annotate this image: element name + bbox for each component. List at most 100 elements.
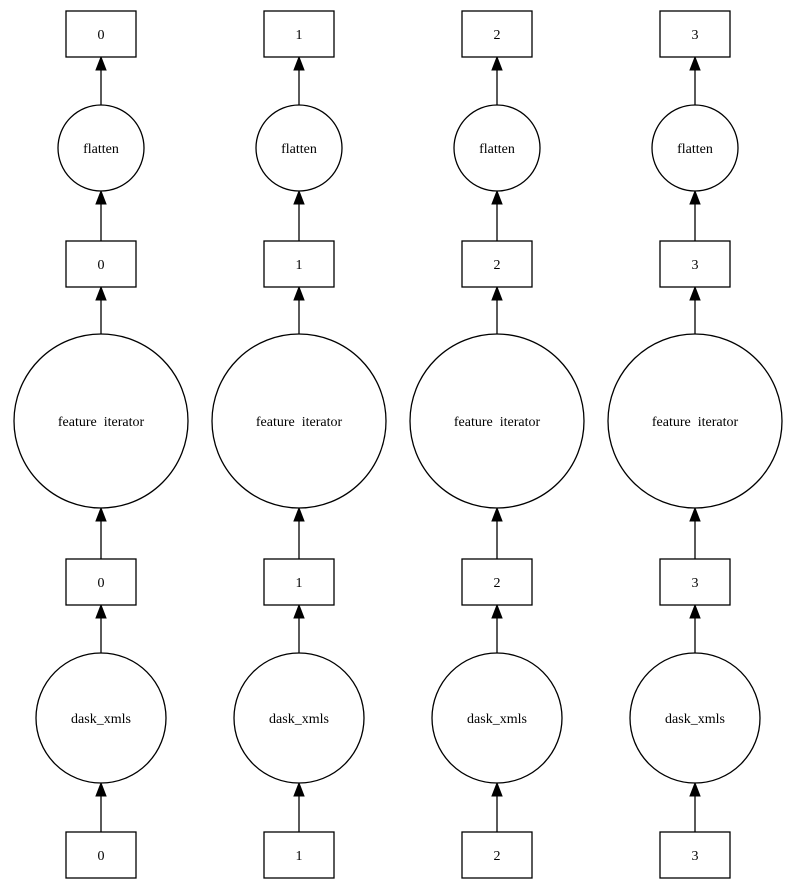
chunk-box: 3 xyxy=(659,558,731,606)
node-label: feature iterator xyxy=(454,415,541,430)
node-rect xyxy=(65,831,137,879)
node-label: 1 xyxy=(296,849,303,864)
node-label: 3 xyxy=(692,576,699,591)
arrowhead-icon xyxy=(689,55,701,71)
arrowhead-icon xyxy=(293,55,305,71)
node-rect xyxy=(461,240,533,288)
input-box: 0 xyxy=(65,831,137,879)
node-rect xyxy=(659,240,731,288)
node-circle xyxy=(651,104,739,192)
node-rect xyxy=(461,558,533,606)
node-label: flatten xyxy=(677,142,713,157)
chunk-box: 0 xyxy=(65,240,137,288)
arrowhead-icon xyxy=(491,603,503,619)
flatten-node: flatten xyxy=(453,104,541,192)
arrowhead-icon xyxy=(95,506,107,522)
output-box: 3 xyxy=(659,10,731,58)
arrowhead-icon xyxy=(491,189,503,205)
node-rect xyxy=(659,831,731,879)
output-box: 0 xyxy=(65,10,137,58)
node-rect xyxy=(65,10,137,58)
node-rect xyxy=(461,10,533,58)
arrowhead-icon xyxy=(293,189,305,205)
node-label: 3 xyxy=(692,849,699,864)
node-label: flatten xyxy=(281,142,317,157)
dask-xmls-node: dask_xmls xyxy=(35,652,167,784)
arrowhead-icon xyxy=(689,189,701,205)
node-label: 0 xyxy=(98,849,105,864)
arrowhead-icon xyxy=(689,781,701,797)
node-label: 3 xyxy=(692,28,699,43)
arrowhead-icon xyxy=(293,285,305,301)
node-rect xyxy=(659,10,731,58)
dask-xmls-node: dask_xmls xyxy=(233,652,365,784)
pipeline-2: 2 dask_xmls 2 feature iterator 2 flatten 2 xyxy=(409,10,585,879)
arrowhead-icon xyxy=(95,603,107,619)
node-label: 0 xyxy=(98,258,105,273)
node-circle xyxy=(431,652,563,784)
arrowhead-icon xyxy=(95,285,107,301)
node-circle xyxy=(255,104,343,192)
node-circle xyxy=(453,104,541,192)
node-rect xyxy=(263,831,335,879)
arrowhead-icon xyxy=(689,285,701,301)
arrowhead-icon xyxy=(491,506,503,522)
node-label: dask_xmls xyxy=(71,712,131,727)
node-label: dask_xmls xyxy=(665,712,725,727)
node-label: 1 xyxy=(296,258,303,273)
node-rect xyxy=(263,10,335,58)
arrowhead-icon xyxy=(95,55,107,71)
arrowhead-icon xyxy=(95,189,107,205)
node-label: 3 xyxy=(692,258,699,273)
chunk-box: 2 xyxy=(461,558,533,606)
feature-iterator-node: feature iterator xyxy=(13,333,189,509)
node-circle xyxy=(629,652,761,784)
arrowhead-icon xyxy=(95,781,107,797)
output-box: 2 xyxy=(461,10,533,58)
arrowhead-icon xyxy=(293,781,305,797)
arrowhead-icon xyxy=(491,781,503,797)
node-label: 2 xyxy=(494,258,501,273)
node-rect xyxy=(461,831,533,879)
node-label: flatten xyxy=(83,142,119,157)
flatten-node: flatten xyxy=(57,104,145,192)
node-circle xyxy=(409,333,585,509)
dask-xmls-node: dask_xmls xyxy=(629,652,761,784)
node-label: feature iterator xyxy=(652,415,739,430)
arrowhead-icon xyxy=(689,603,701,619)
node-circle xyxy=(607,333,783,509)
arrowhead-icon xyxy=(293,506,305,522)
input-box: 2 xyxy=(461,831,533,879)
arrowhead-icon xyxy=(689,506,701,522)
flatten-node: flatten xyxy=(651,104,739,192)
pipeline-0: 0 dask_xmls 0 feature iterator 0 flatten 0 xyxy=(13,10,189,879)
node-label: feature iterator xyxy=(256,415,343,430)
node-label: flatten xyxy=(479,142,515,157)
feature-iterator-node: feature iterator xyxy=(607,333,783,509)
node-label: feature iterator xyxy=(58,415,145,430)
input-box: 1 xyxy=(263,831,335,879)
arrowhead-icon xyxy=(293,603,305,619)
node-label: 2 xyxy=(494,576,501,591)
node-label: 0 xyxy=(98,576,105,591)
node-label: dask_xmls xyxy=(467,712,527,727)
chunk-box: 3 xyxy=(659,240,731,288)
node-rect xyxy=(263,558,335,606)
chunk-box: 1 xyxy=(263,240,335,288)
node-label: dask_xmls xyxy=(269,712,329,727)
node-label: 1 xyxy=(296,28,303,43)
node-circle xyxy=(13,333,189,509)
node-rect xyxy=(659,558,731,606)
chunk-box: 0 xyxy=(65,558,137,606)
arrowhead-icon xyxy=(491,55,503,71)
flatten-node: flatten xyxy=(255,104,343,192)
feature-iterator-node: feature iterator xyxy=(211,333,387,509)
chunk-box: 2 xyxy=(461,240,533,288)
node-circle xyxy=(35,652,167,784)
pipeline-3: 3 dask_xmls 3 feature iterator 3 flatten 3 xyxy=(607,10,783,879)
node-label: 2 xyxy=(494,28,501,43)
node-circle xyxy=(211,333,387,509)
node-rect xyxy=(263,240,335,288)
